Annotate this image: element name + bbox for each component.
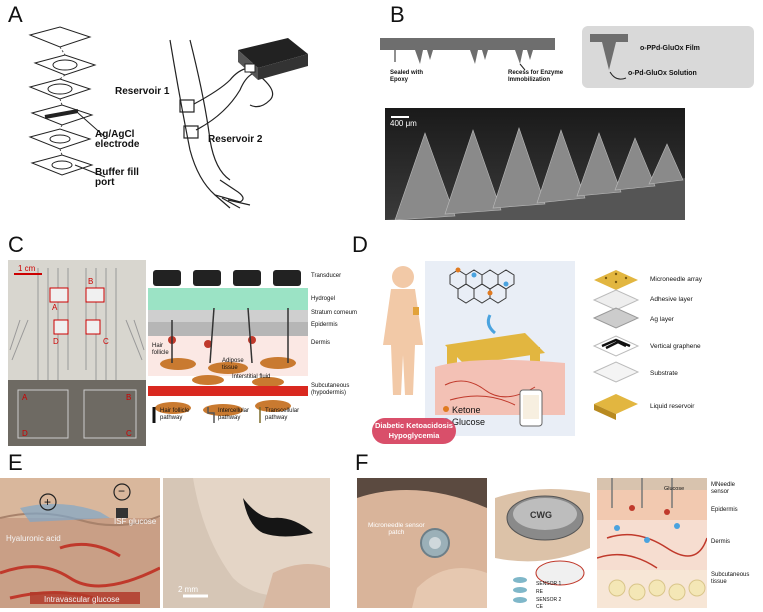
panel-f-arm-photo xyxy=(357,478,487,608)
panel-b-sem-image xyxy=(385,108,685,220)
svg-text:A: A xyxy=(52,303,58,312)
layer-microneedle-array: Microneedle array xyxy=(650,276,703,283)
panel-e-finger-photo xyxy=(163,478,330,608)
f-layer-dermis: Dermis xyxy=(711,539,730,545)
panel-a-exploded-electrode xyxy=(28,26,106,178)
svg-text:C: C xyxy=(103,337,109,346)
adipose-label: Adipose tissue xyxy=(222,358,244,371)
pathway-legend-icons xyxy=(152,407,261,423)
legend-hair-follicle: Hair follicle pathway xyxy=(160,408,190,421)
sensor-1-label: SENSOR 1 xyxy=(536,581,562,587)
layer-ag: Ag layer xyxy=(650,316,674,323)
panel-letter-e: E xyxy=(8,450,23,475)
layer-liquid-reservoir: Liquid reservoir xyxy=(650,403,695,410)
ce-label: CE xyxy=(536,604,543,610)
panel-f-device-exploded: CWG xyxy=(495,489,590,603)
sealed-epoxy-label: Sealed with Epoxy xyxy=(390,70,424,83)
electrode-label: Ag/AgCl electrode xyxy=(95,129,140,150)
panel-letter-f: F xyxy=(355,450,369,475)
hyaluronic-label: Hyaluronic acid xyxy=(6,534,61,543)
layer-transducer: Transducer xyxy=(311,273,342,279)
sem-scale-label: 400 μm xyxy=(390,119,417,128)
intravascular-label: Intravascular glucose xyxy=(44,595,120,604)
reservoir-1-label: Reservoir 1 xyxy=(115,86,170,97)
layer-subcutaneous: Subcutaneous (hypodermis) xyxy=(311,383,350,396)
f-layer-subcutaneous: Subcutaneous tissue xyxy=(711,572,750,585)
panel-a-arm-device xyxy=(169,38,308,209)
panel-letter-b: B xyxy=(390,2,405,27)
legend-intercellular: Intercellular pathway xyxy=(218,408,250,421)
panel-c-skin-schematic xyxy=(148,268,308,416)
buffer-port-label: Buffer fill port xyxy=(95,167,139,188)
panel-letter-a: A xyxy=(8,2,23,27)
svg-text:B: B xyxy=(88,277,93,286)
plus-electrode: + xyxy=(44,495,52,509)
interstitial-label: Interstitial fluid xyxy=(232,374,271,380)
recess-label: Recess for Enzyme Immobilization xyxy=(508,70,564,83)
glucose-f-label: Glucose xyxy=(664,486,685,492)
panel-letter-d: D xyxy=(352,232,368,257)
legend-transcellular: Transcellular pathway xyxy=(265,408,300,421)
ketone-label: Ketone xyxy=(452,405,481,415)
device-logo: CWG xyxy=(530,510,552,520)
solution-label: o-Pd-GluOx Solution xyxy=(628,70,697,77)
panel-f-skin-cross-section xyxy=(597,478,707,608)
panel-d-body-and-sensor xyxy=(365,255,580,445)
svg-text:C: C xyxy=(126,429,132,438)
panel-c-electrode-photo: A B D C A B D C xyxy=(8,260,146,446)
film-label: o-PPd-GluOx Film xyxy=(640,45,700,52)
panel-e-scale-label: 2 mm xyxy=(178,585,198,594)
layer-dermis: Dermis xyxy=(311,340,330,346)
reservoir-2-label: Reservoir 2 xyxy=(208,134,263,145)
svg-text:D: D xyxy=(53,337,59,346)
panel-e-skin-illustration xyxy=(0,478,160,608)
re-label: RE xyxy=(536,589,543,595)
svg-text:B: B xyxy=(126,393,131,402)
layer-epidermis: Epidermis xyxy=(311,322,338,328)
layer-stratum-corneum: Stratum corneum xyxy=(311,310,358,316)
glucose-label: Glucose xyxy=(452,417,486,427)
panel-c-scale-label: 1 cm xyxy=(18,264,36,273)
isf-glucose-label: ISF glucose xyxy=(114,517,157,526)
panel-d-layer-stack xyxy=(592,270,640,420)
svg-text:A: A xyxy=(22,393,28,402)
sensor-2-label: SENSOR 2 xyxy=(536,597,562,603)
panel-b-needle-schematic xyxy=(380,38,555,71)
f-layer-mneedle: MNeedle sensor xyxy=(711,482,736,495)
panel-letter-c: C xyxy=(8,232,24,257)
condition-badge: Diabetic Ketoacidosis Hypoglycemia xyxy=(372,418,456,444)
layer-hydrogel: Hydrogel xyxy=(311,296,336,302)
layer-adhesive: Adhesive layer xyxy=(650,296,693,303)
patch-label: Microneedle sensor patch xyxy=(368,522,425,536)
layer-substrate: Substrate xyxy=(650,370,678,377)
minus-electrode: − xyxy=(118,484,126,498)
f-layer-epidermis: Epidermis xyxy=(711,507,738,513)
svg-text:D: D xyxy=(22,429,28,438)
panel-b-film-inset xyxy=(582,26,754,88)
layer-vertical-graphene: Vertical graphene xyxy=(650,343,701,350)
hair-follicle-label: Hair follicle xyxy=(152,343,169,356)
